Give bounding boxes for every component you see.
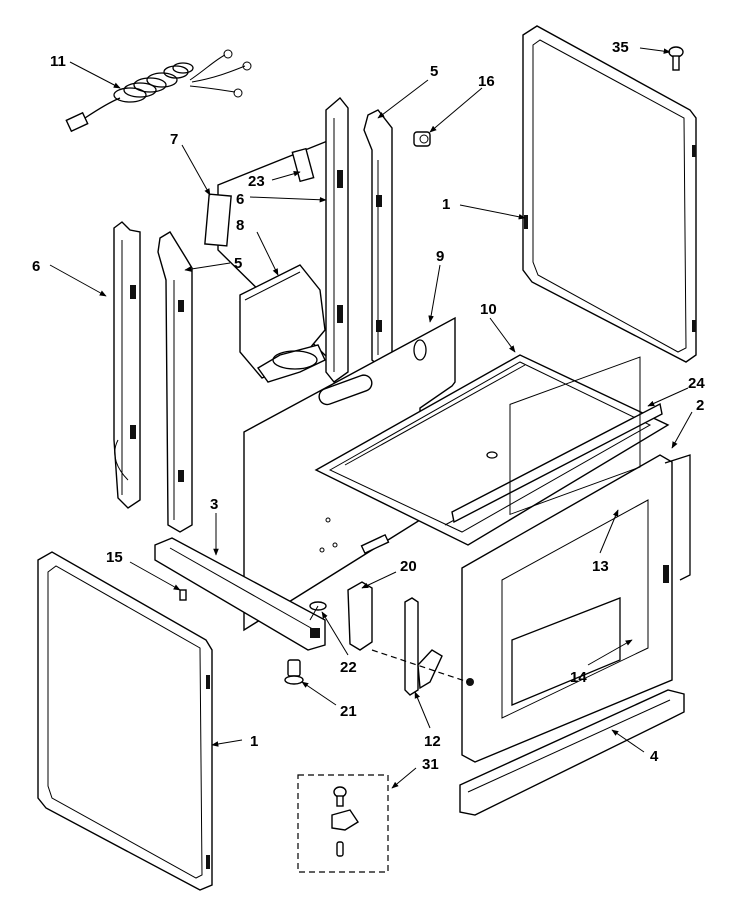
callout-31: 31 xyxy=(422,756,439,773)
front-frame-part xyxy=(461,356,691,763)
clip-part-16 xyxy=(413,131,431,147)
callout-5-top: 5 xyxy=(430,63,438,80)
power-cord-part xyxy=(65,49,252,133)
callout-10: 10 xyxy=(480,301,497,318)
callout-9: 9 xyxy=(436,248,444,265)
switch-bracket-part-12 xyxy=(371,597,474,696)
side-panel-top-part xyxy=(522,25,697,363)
callout-3: 3 xyxy=(210,496,218,513)
callout-24: 24 xyxy=(688,375,705,392)
callout-22: 22 xyxy=(340,659,357,676)
leader-lines xyxy=(49,47,693,789)
callout-2: 2 xyxy=(696,397,704,414)
callout-4: 4 xyxy=(650,748,659,765)
bracket-part-20 xyxy=(347,581,373,651)
kick-plate-part xyxy=(459,689,685,816)
side-rail-left-part xyxy=(113,221,141,509)
screw-part-22 xyxy=(309,601,327,621)
callout-21: 21 xyxy=(340,703,357,720)
callout-6-top: 6 xyxy=(236,191,244,208)
callout-5-mid: 5 xyxy=(234,255,242,272)
callout-20: 20 xyxy=(400,558,417,575)
callout-11: 11 xyxy=(50,53,66,70)
hinge-bracket-right-part xyxy=(363,109,393,369)
leveling-leg-part xyxy=(284,659,304,685)
screw-part-15 xyxy=(179,589,187,601)
callout-35: 35 xyxy=(612,39,629,56)
callout-15: 15 xyxy=(106,549,123,566)
vent-duct-part xyxy=(239,264,326,383)
callout-16: 16 xyxy=(478,73,495,90)
callout-14: 14 xyxy=(570,669,587,686)
callout-7: 7 xyxy=(170,131,178,148)
parts-kit-box xyxy=(297,774,389,873)
hinge-bracket-left-part xyxy=(157,231,193,533)
callout-13: 13 xyxy=(592,558,609,575)
side-rail-right-part xyxy=(325,96,349,383)
oven-bottom-part xyxy=(314,354,670,546)
side-panel-bottom-part xyxy=(37,551,213,891)
callout-12: 12 xyxy=(424,733,441,750)
callout-1-top: 1 xyxy=(442,196,450,213)
callout-23: 23 xyxy=(248,173,265,190)
callout-labels: 11 7 23 6 8 5 16 35 1 6 5 9 10 24 2 3 13… xyxy=(32,39,705,773)
callout-8: 8 xyxy=(236,217,244,234)
callout-6-left: 6 xyxy=(32,258,40,275)
slide-rail-part xyxy=(154,537,326,651)
screw-part-35 xyxy=(668,46,684,71)
callout-1-bottom: 1 xyxy=(250,733,258,750)
